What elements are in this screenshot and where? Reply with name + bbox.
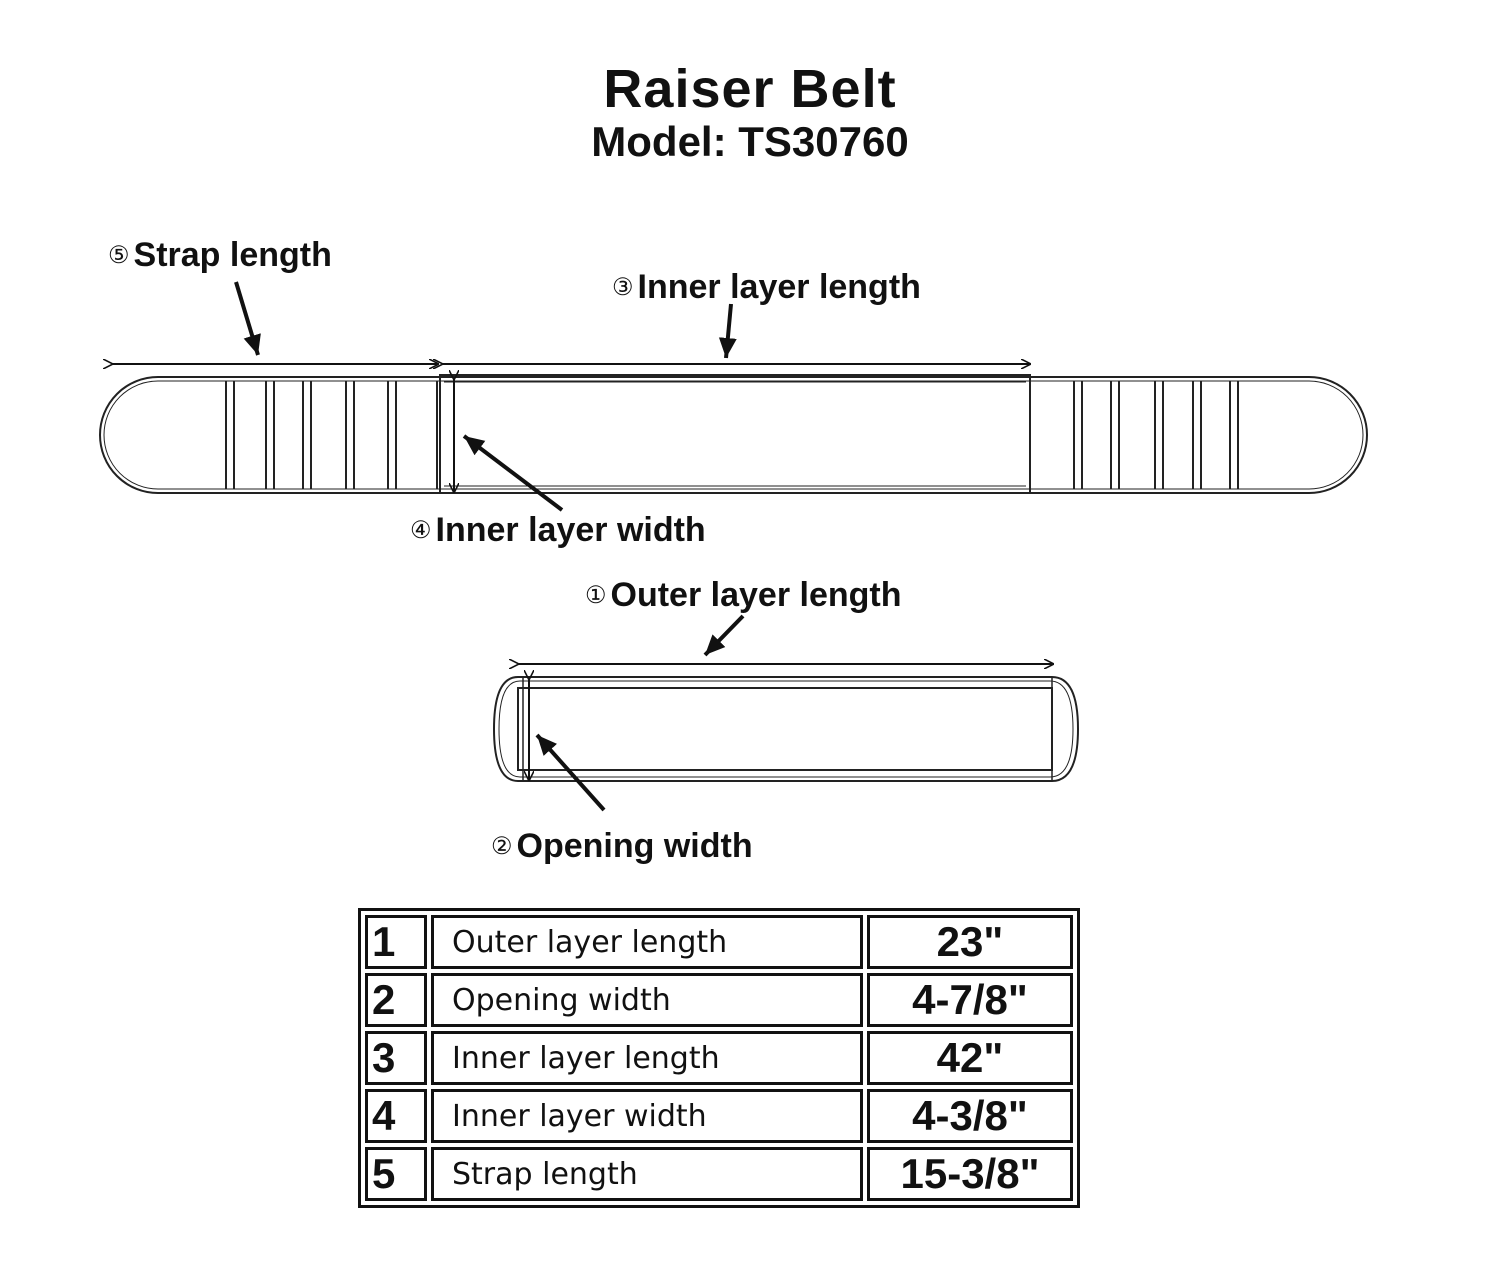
inner-layer-length-text: Inner layer length [637,268,921,306]
row-value: 23" [867,915,1073,969]
row-index: 4 [365,1089,427,1143]
row-name: Strap length [431,1147,863,1201]
strap-length-text: Strap length [133,236,332,274]
long-belt-outline-inner [103,380,1364,490]
long-belt [99,374,1368,494]
row-name: Opening width [431,973,863,1027]
outer-layer-length-text: Outer layer length [610,576,902,614]
row-index: 1 [365,915,427,969]
table-row: 2 Opening width 4-7/8" [365,973,1073,1027]
long-belt-outline [99,376,1368,494]
opening-width-text: Opening width [516,827,753,865]
row-value: 4-7/8" [867,973,1073,1027]
model-number: Model: TS30760 [591,118,909,165]
opening-width-number: ② [491,833,513,860]
table-row: 5 Strap length 15-3/8" [365,1147,1073,1201]
strap-length-pointer [234,281,261,356]
row-name: Inner layer length [431,1031,863,1085]
table-row: 3 Inner layer length 42" [365,1031,1073,1085]
inner-layer-width-pointer [462,434,564,512]
row-value: 15-3/8" [867,1147,1073,1201]
short-belt [492,676,1080,782]
row-name: Inner layer width [431,1089,863,1143]
diagram-title: Raiser Belt [603,59,897,119]
table-row: 4 Inner layer width 4-3/8" [365,1089,1073,1143]
row-index: 3 [365,1031,427,1085]
short-belt-dimensions [518,614,1053,812]
row-value: 42" [867,1031,1073,1085]
row-index: 5 [365,1147,427,1201]
row-name: Outer layer length [431,915,863,969]
strap-length-number: ⑤ [108,242,130,269]
inner-layer-width-number: ④ [410,517,432,544]
long-belt-dimensions [112,281,1030,512]
inner-layer-length-pointer [718,303,737,359]
dimensions-table: 1 Outer layer length 23" 2 Opening width… [358,908,1080,1208]
opening-width-pointer [535,733,606,812]
row-index: 2 [365,973,427,1027]
table-row: 1 Outer layer length 23" [365,915,1073,969]
outer-layer-length-number: ① [585,582,607,609]
inner-layer-panel [439,374,1031,494]
inner-layer-length-number: ③ [612,274,634,301]
outer-layer-length-pointer [703,614,745,657]
outer-layer-panel [517,687,1053,771]
inner-layer-width-text: Inner layer width [435,511,706,549]
row-value: 4-3/8" [867,1089,1073,1143]
